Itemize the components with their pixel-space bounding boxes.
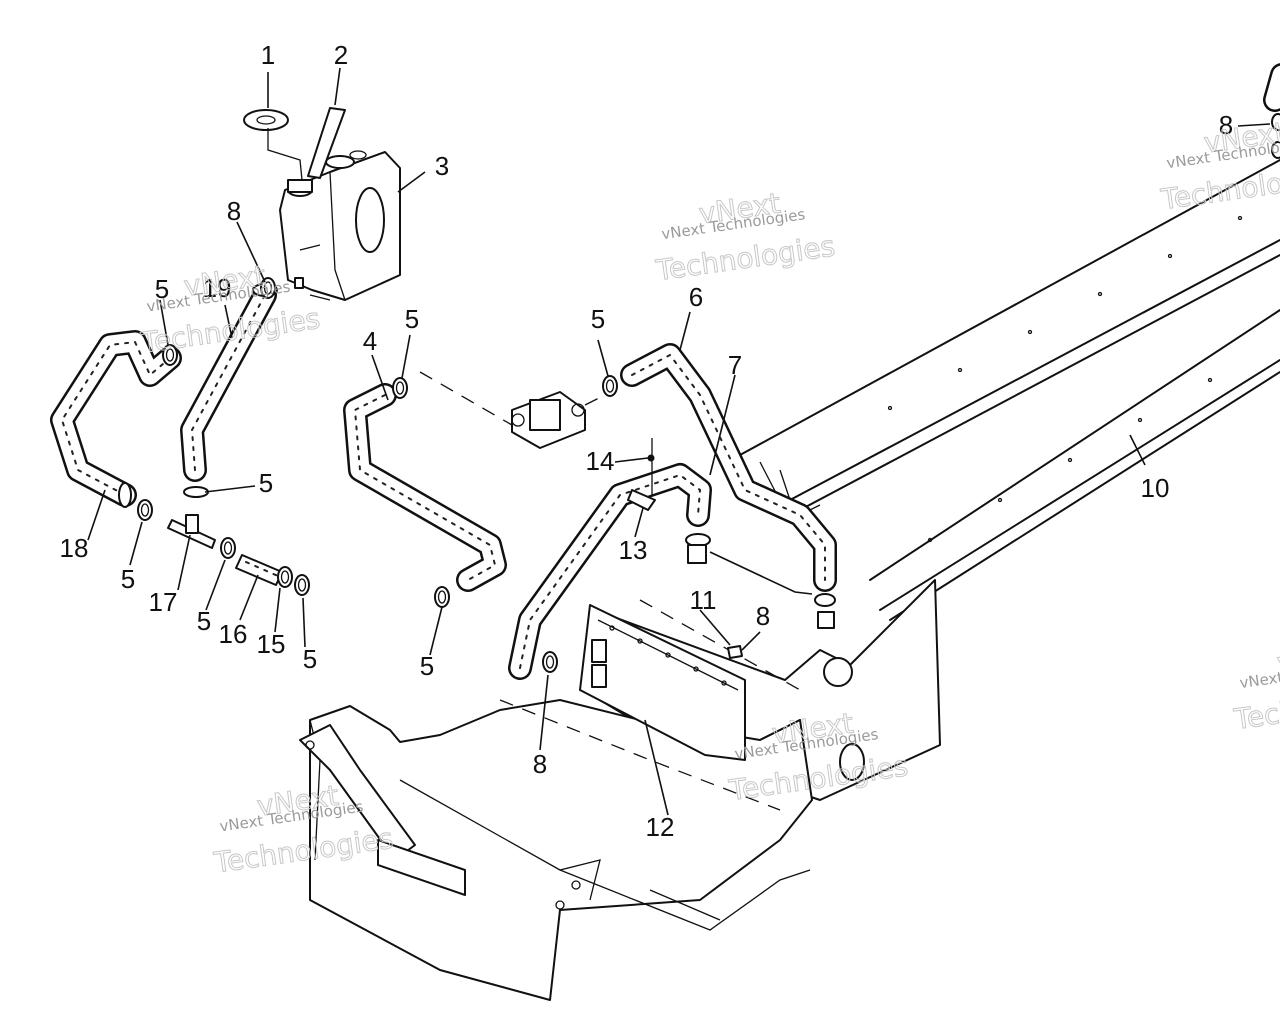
callout-17: 17 [149, 587, 178, 617]
callout-5: 5 [121, 564, 135, 594]
callout-4: 4 [363, 326, 377, 356]
callout-5: 5 [591, 304, 605, 334]
coolant-reservoir [279, 150, 401, 301]
water-pump [419, 371, 606, 449]
tunnel-assembly [299, 159, 1280, 1001]
callout-18: 18 [60, 533, 89, 563]
watermark-text: vNext [1275, 636, 1280, 680]
hose-clamps [137, 113, 1280, 673]
tee-fitting [167, 514, 283, 586]
callout-15: 15 [257, 629, 286, 659]
watermark-text: vNext Technologies [1238, 654, 1280, 692]
callout-8: 8 [1219, 110, 1233, 140]
hose-4 [343, 383, 507, 592]
callout-16: 16 [219, 619, 248, 649]
callout-6: 6 [689, 282, 703, 312]
callout-8: 8 [756, 601, 770, 631]
callout-5: 5 [259, 468, 273, 498]
callout-1: 1 [261, 40, 275, 70]
leader-lines [87, 67, 1271, 816]
breather-tube [307, 107, 346, 179]
callout-3: 3 [435, 151, 449, 181]
callout-labels: 1 2 3 4 5 5 5 5 5 5 5 5 6 7 8 8 8 8 10 1… [60, 40, 1234, 842]
callout-5: 5 [420, 651, 434, 681]
callout-8: 8 [533, 749, 547, 779]
callout-8: 8 [227, 196, 241, 226]
callout-5: 5 [303, 644, 317, 674]
bracket-and-fasteners [627, 438, 743, 659]
hose-7 [508, 463, 712, 680]
filler-cap [243, 109, 303, 181]
callout-12: 12 [646, 812, 675, 842]
heat-exchanger [499, 599, 801, 811]
callout-19: 19 [203, 273, 232, 303]
hose-6 [620, 343, 837, 592]
callout-10: 10 [1141, 473, 1170, 503]
callout-14: 14 [586, 446, 615, 476]
callout-11: 11 [690, 585, 717, 615]
hose-18 [50, 330, 182, 508]
callout-13: 13 [619, 535, 648, 565]
callout-7: 7 [728, 350, 742, 380]
callout-2: 2 [334, 40, 348, 70]
callout-5: 5 [405, 304, 419, 334]
callout-5: 5 [155, 274, 169, 304]
hose-top-right [1263, 63, 1280, 112]
callout-5: 5 [197, 606, 211, 636]
